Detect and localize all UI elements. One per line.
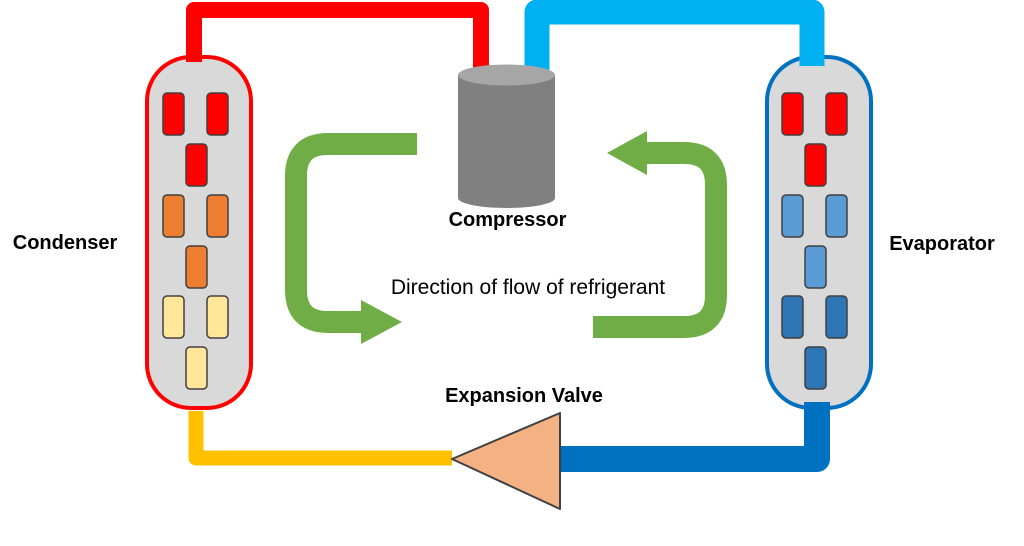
condenser-block: [185, 346, 208, 390]
flow-arrow-left-head: [361, 300, 402, 344]
flow-direction-caption: Direction of flow of refrigerant: [390, 276, 666, 299]
condenser-block: [185, 245, 208, 289]
evaporator-block: [804, 245, 827, 289]
hot-gas-pipe: [186, 2, 489, 70]
condenser-block: [162, 295, 185, 339]
expanded-refrigerant-pipe: [558, 402, 830, 472]
compressor-label: Compressor: [448, 209, 567, 231]
condenser-block: [162, 194, 185, 238]
condenser-label: Condenser: [12, 232, 118, 254]
evaporator-block: [804, 143, 827, 187]
condenser-block: [162, 92, 185, 136]
flow-arrow-left-shaft: [285, 133, 417, 333]
liquid-pipe: [188, 411, 452, 466]
compressor-body: [458, 75, 555, 198]
suction-pipe: [524, 0, 825, 70]
evaporator-block: [825, 92, 848, 136]
evaporator-block: [781, 194, 804, 238]
condenser-block: [206, 194, 229, 238]
evaporator-block: [781, 295, 804, 339]
flow-arrow-right-shaft: [593, 142, 727, 338]
condenser-block: [206, 92, 229, 136]
flow-arrow-right-head: [607, 131, 647, 175]
compressor-cylinder: [458, 64, 555, 208]
compressor-top: [458, 64, 555, 86]
expansion-valve: [451, 412, 561, 510]
evaporator-block: [804, 346, 827, 390]
expansion-valve-label: Expansion Valve: [445, 385, 603, 407]
compressor-bottom: [458, 188, 555, 208]
evaporator-block: [781, 92, 804, 136]
flow-arrow-right: [593, 131, 727, 338]
condenser-block: [206, 295, 229, 339]
evaporator-block: [825, 295, 848, 339]
flow-arrow-left: [285, 133, 417, 344]
evaporator-block: [825, 194, 848, 238]
evaporator-label: Evaporator: [889, 233, 995, 255]
condenser-block: [185, 143, 208, 187]
